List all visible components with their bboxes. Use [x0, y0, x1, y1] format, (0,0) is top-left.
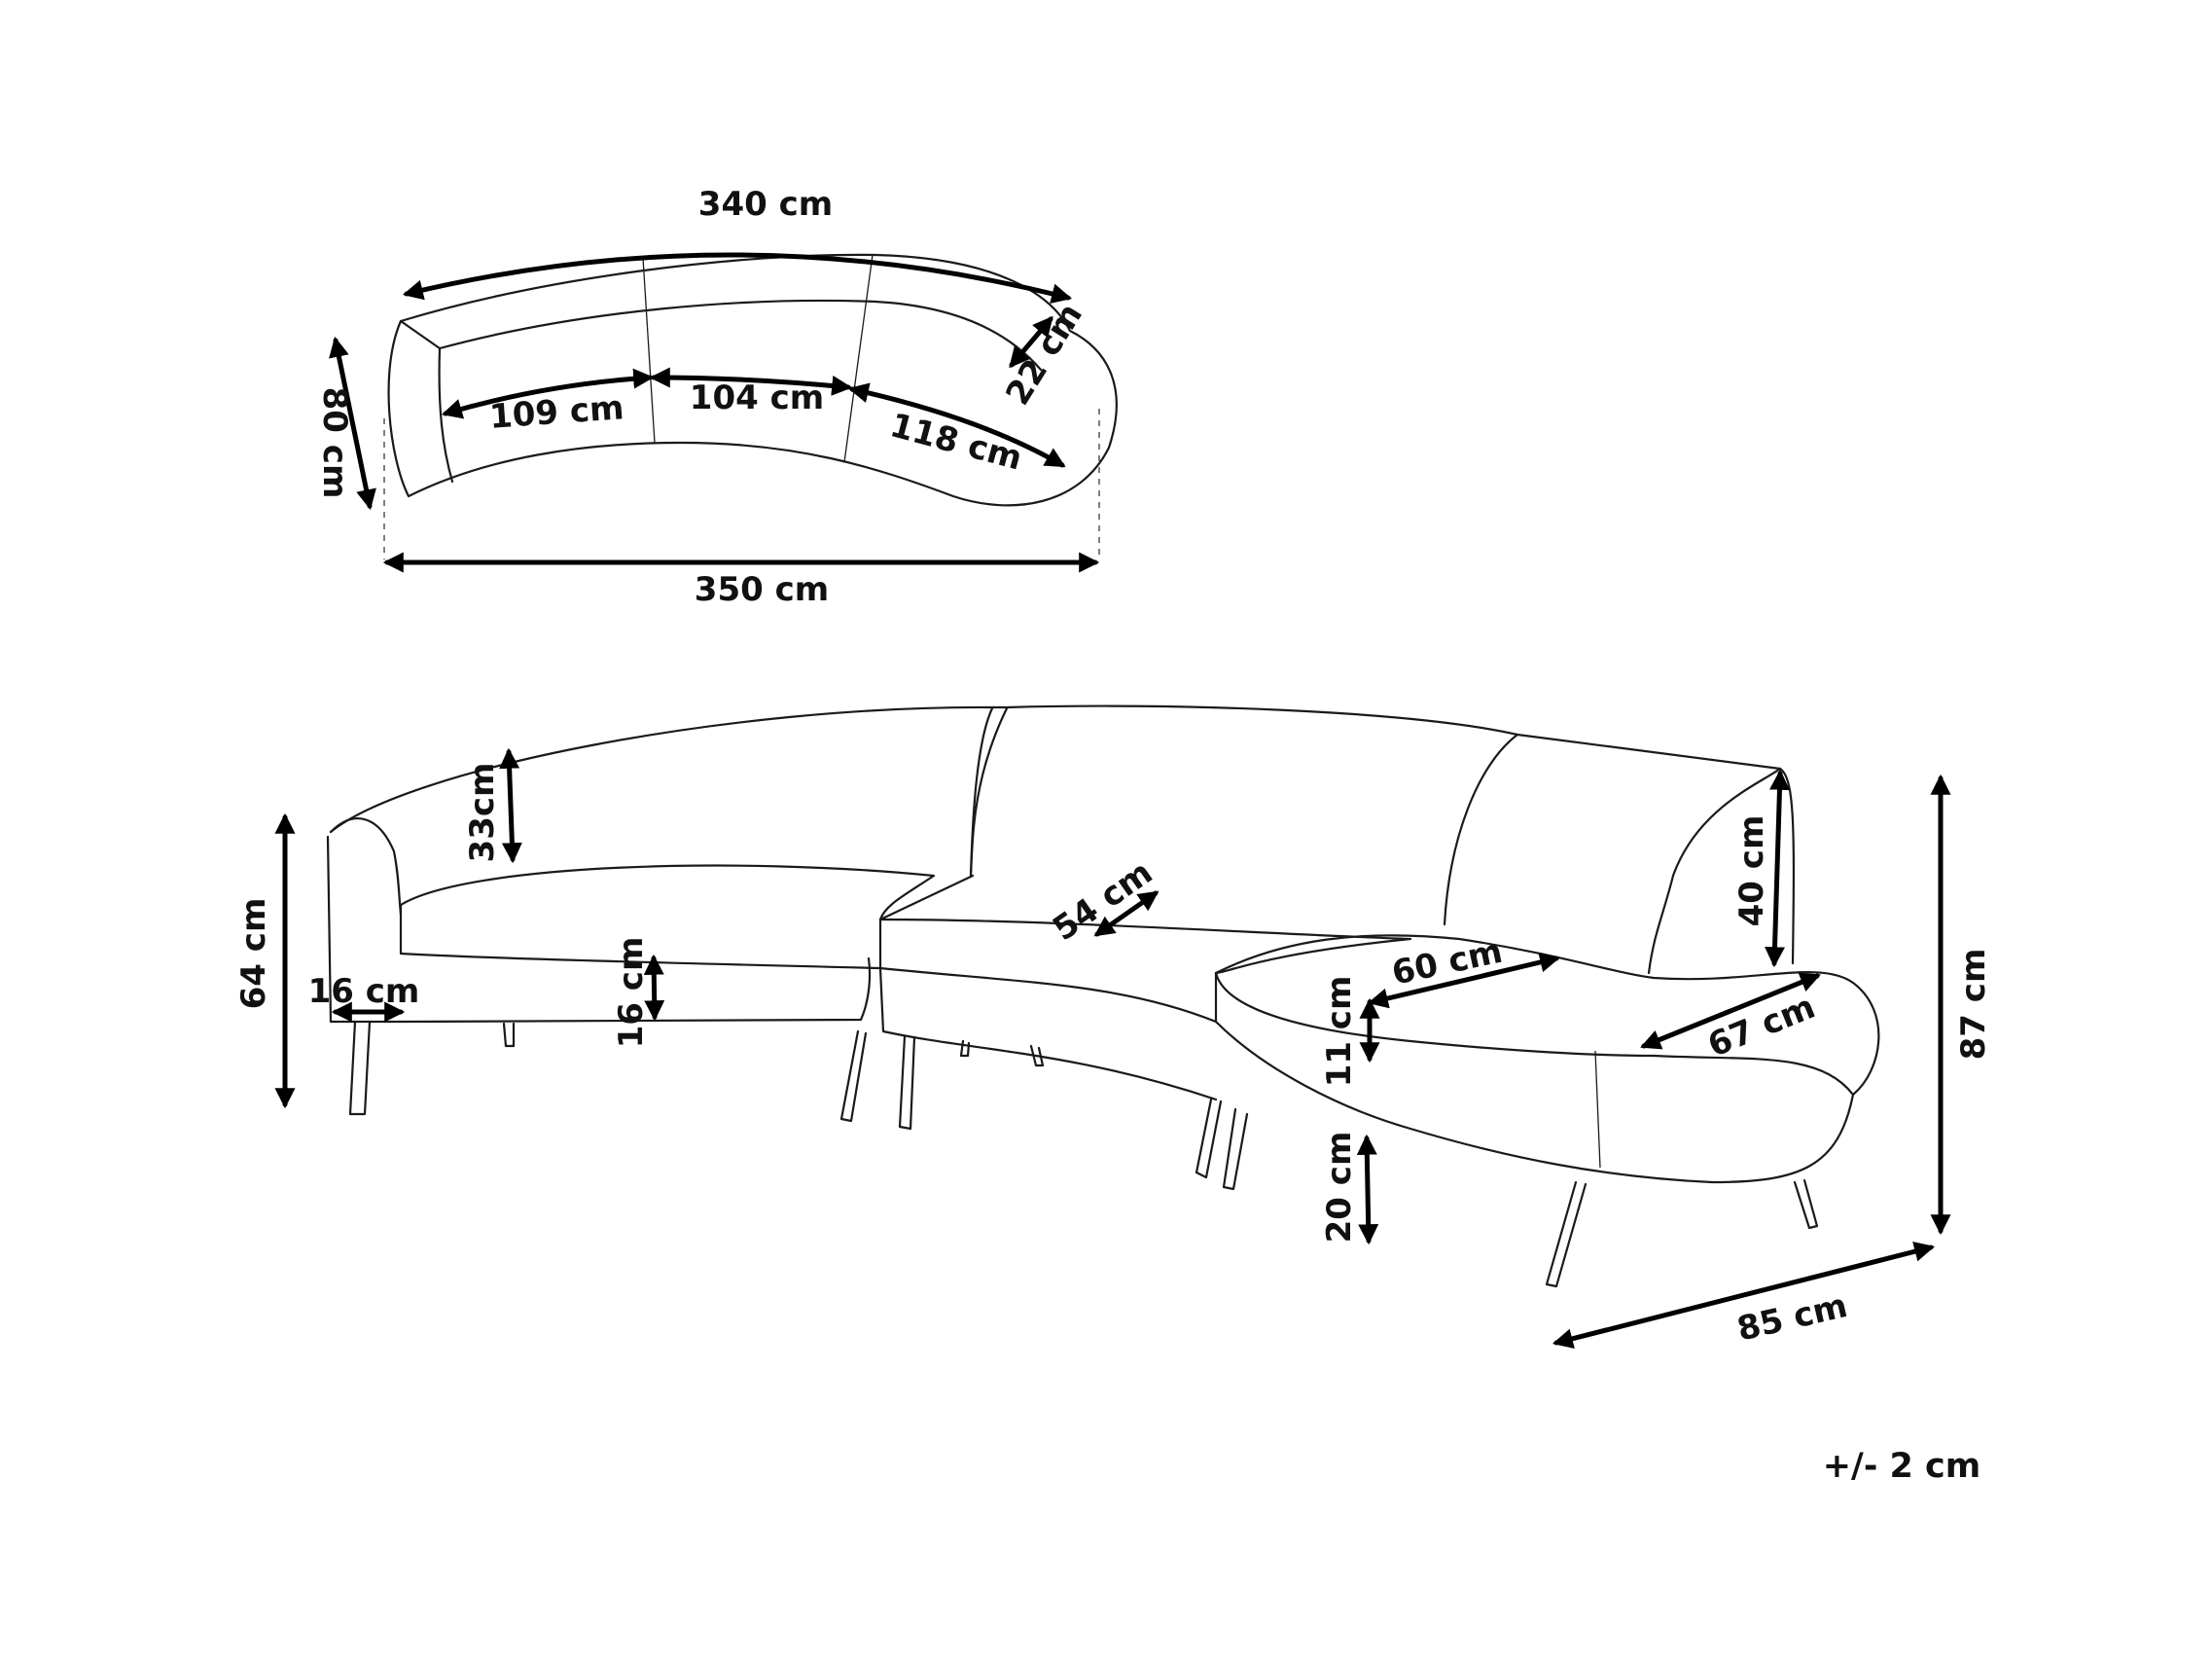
- label-seat-middle: 104 cm: [690, 379, 824, 417]
- label-chaise-cushion: 11 cm: [1320, 976, 1359, 1088]
- label-arm-height: 64 cm: [234, 898, 273, 1010]
- label-width-top: 340 cm: [698, 185, 833, 224]
- label-arm-width: 16 cm: [308, 972, 420, 1011]
- top-view-backrest-inner: [438, 299, 1043, 372]
- sofa-back-top: [329, 704, 1782, 834]
- label-armrest-width: 22 cm: [998, 297, 1090, 412]
- label-total-height: 87 cm: [1954, 949, 1993, 1061]
- label-seat-thickness: 16 cm: [612, 937, 651, 1049]
- label-back-height-left: 33cm: [463, 763, 502, 863]
- label-total-depth: 85 cm: [1733, 1286, 1851, 1350]
- tolerance-note: +/- 2 cm: [1823, 1447, 1981, 1486]
- label-back-height-right: 40 cm: [1732, 815, 1771, 927]
- label-seat-left: 109 cm: [488, 388, 625, 437]
- label-width-bottom: 350 cm: [695, 570, 829, 609]
- label-leg-height: 20 cm: [1320, 1132, 1359, 1244]
- side-view-sofa: [326, 704, 1880, 1288]
- top-view-outline: [387, 253, 1118, 507]
- label-depth: 80 cm: [315, 387, 354, 499]
